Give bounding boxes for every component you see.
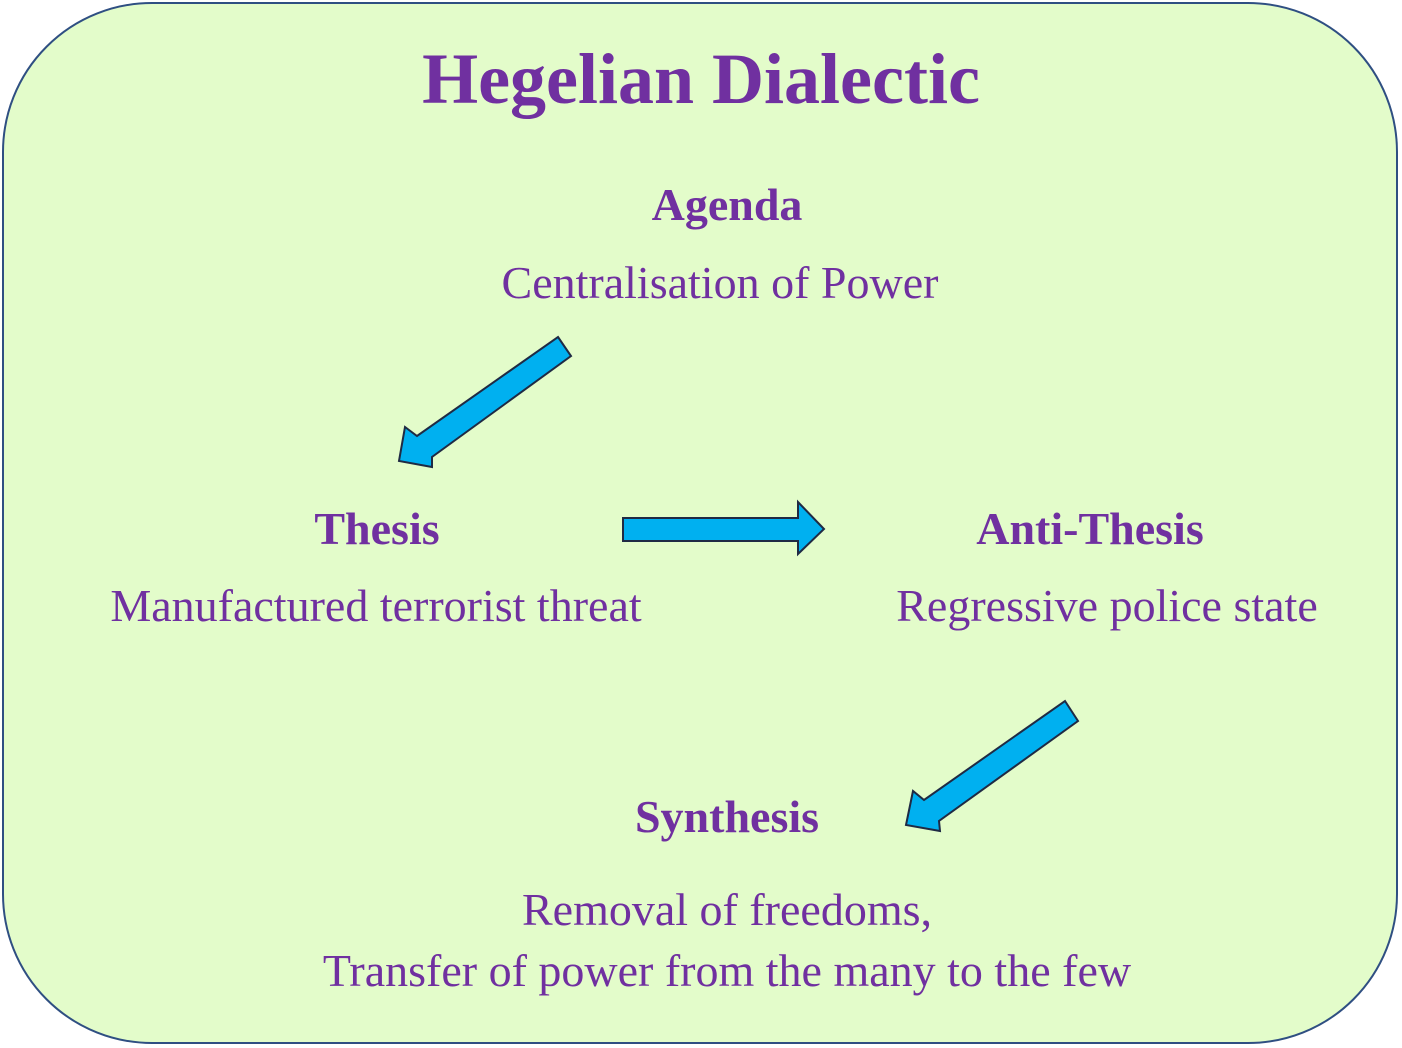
antithesis-heading: Anti-Thesis bbox=[976, 503, 1204, 554]
agenda-text: Centralisation of Power bbox=[501, 257, 939, 308]
thesis-heading: Thesis bbox=[314, 503, 440, 554]
synthesis-heading: Synthesis bbox=[634, 791, 820, 842]
synthesis-text-line-2: Transfer of power from the many to the f… bbox=[322, 945, 1132, 996]
agenda-heading: Agenda bbox=[651, 179, 803, 230]
synthesis-text-line-1: Removal of freedoms, bbox=[521, 884, 933, 935]
antithesis-text: Regressive police state bbox=[896, 580, 1318, 631]
thesis-text: Manufactured terrorist threat bbox=[110, 580, 642, 631]
diagram-title: Hegelian Dialectic bbox=[422, 39, 980, 119]
